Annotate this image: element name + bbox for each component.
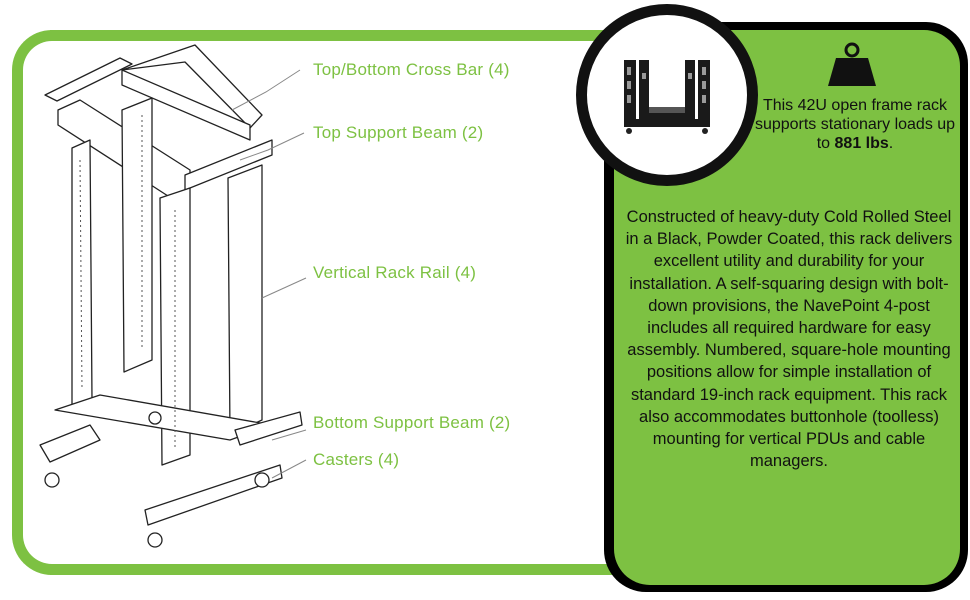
top-cross-bar-left <box>44 57 133 102</box>
caster-2 <box>147 532 163 548</box>
vertical-rail-front-right <box>227 164 263 436</box>
vertical-rail-back-right <box>121 97 153 373</box>
label-top-support-beam: Top Support Beam (2) <box>313 123 484 142</box>
load-capacity-suffix: . <box>888 135 894 152</box>
load-capacity-text: This 42U open frame rack supports statio… <box>750 96 960 153</box>
bottom-base-front <box>144 464 283 526</box>
caster-3 <box>254 472 270 488</box>
bottom-base-right <box>234 411 303 446</box>
load-capacity-value: 881 lbs <box>834 135 889 152</box>
leader-bottom-beam <box>271 429 307 441</box>
leader-cross-bar <box>231 69 301 111</box>
frame-top-line <box>50 30 610 41</box>
load-capacity-prefix: This 42U open frame rack supports statio… <box>754 97 956 152</box>
bottom-base-left <box>39 424 101 463</box>
rack-exploded-diagram <box>39 44 307 548</box>
top-support-beam-right <box>184 139 273 191</box>
caster-1 <box>44 472 60 488</box>
frame-bottom-line <box>50 564 620 575</box>
product-description: Constructed of heavy-duty Cold Rolled St… <box>625 208 953 471</box>
top-cross-bar-back <box>121 69 251 141</box>
label-bottom-support-beam: Bottom Support Beam (2) <box>313 413 511 432</box>
rack-photo <box>624 60 710 134</box>
label-casters: Casters (4) <box>313 450 400 469</box>
rack-photo-circle <box>576 4 758 186</box>
top-cross-bar-right <box>121 44 263 129</box>
leader-rail <box>261 277 307 299</box>
vertical-rail-back-left <box>71 139 93 409</box>
label-top-bottom-cross-bar: Top/Bottom Cross Bar (4) <box>313 60 510 79</box>
label-vertical-rack-rail: Vertical Rack Rail (4) <box>313 263 477 282</box>
leader-top-beam <box>239 132 305 161</box>
leader-casters <box>271 459 307 479</box>
caster-4 <box>148 411 162 425</box>
